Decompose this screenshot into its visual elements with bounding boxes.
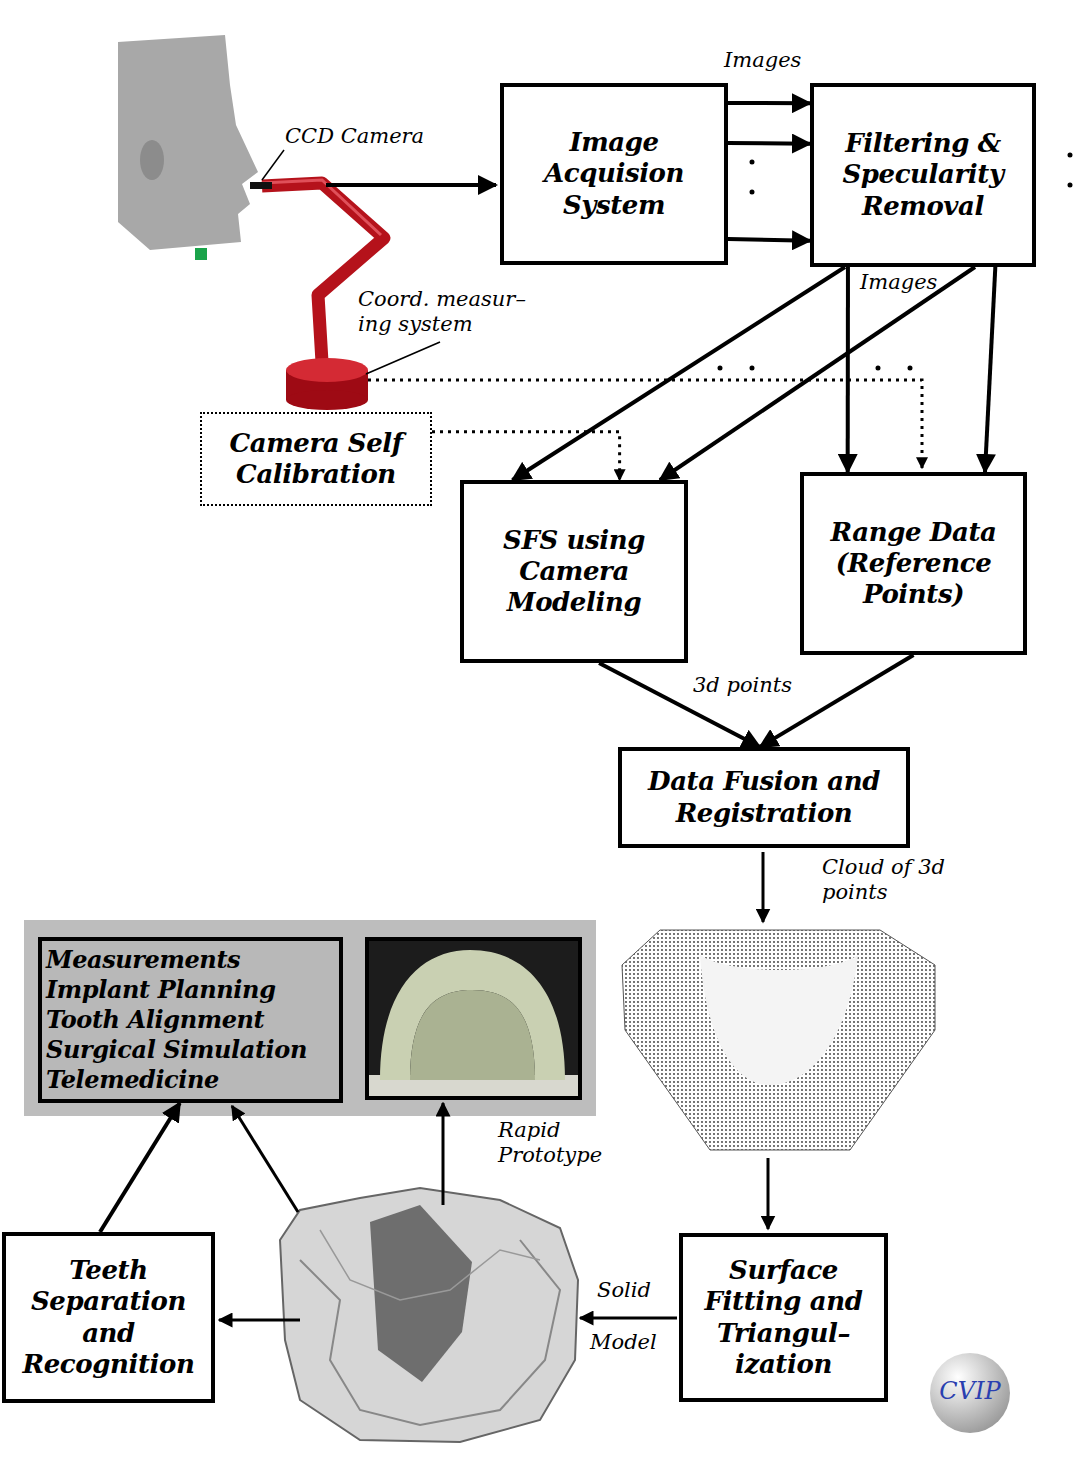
logo-sphere (930, 1353, 1010, 1433)
process-box: Surface Fitting and Triangul– ization (679, 1233, 888, 1402)
box-text: Filtering & Specularity Removal (817, 128, 1029, 222)
process-box: SFS using Camera Modeling (460, 480, 688, 663)
application-item: Telemedicine (46, 1065, 219, 1095)
arm-base-top (286, 358, 368, 382)
flow-label: Model (590, 1330, 680, 1355)
application-item: Tooth Alignment (46, 1005, 264, 1035)
ellipsis-dots (750, 162, 755, 222)
application-box: MeasurementsImplant PlanningTooth Alignm… (38, 937, 343, 1103)
flow-arrow (760, 655, 914, 747)
flow-arrow (232, 1106, 298, 1212)
box-text: Camera Self Calibration (205, 428, 427, 490)
flow-arrow (728, 239, 810, 241)
face-model (118, 35, 258, 250)
box-text: Image Acquision System (507, 127, 721, 221)
point-cloud (622, 930, 935, 1150)
flow-arrow (728, 141, 810, 146)
box-text: Surface Fitting and Triangul– ization (686, 1255, 881, 1380)
leader-line (262, 150, 284, 180)
flow-arrow (846, 267, 850, 472)
application-item: Implant Planning (46, 975, 276, 1005)
optional-box: Camera Self Calibration (200, 412, 432, 506)
flow-label: Solid (597, 1278, 677, 1303)
box-text: Teeth Separation and Recognition (9, 1255, 208, 1380)
flow-arrow (219, 1319, 300, 1322)
palate (410, 990, 535, 1080)
mesh-line (320, 1230, 540, 1300)
arm-highlight (262, 180, 381, 235)
flow-arrow (580, 1317, 677, 1320)
flow-arrow (767, 1158, 770, 1229)
solid-model (280, 1188, 578, 1442)
dental-cast (380, 950, 565, 1080)
application-item: Surgical Simulation (46, 1035, 307, 1065)
edge-label: Images (724, 48, 801, 73)
process-box: Filtering & Specularity Removal (810, 83, 1036, 267)
process-box: Range Data (Reference Points) (800, 472, 1027, 655)
box-text: Range Data (Reference Points) (807, 517, 1020, 611)
ccd-camera (250, 182, 272, 189)
camera-arrow (326, 183, 496, 187)
process-box: Image Acquision System (500, 83, 728, 265)
flow-arrow (432, 432, 620, 480)
box-text: Data Fusion and Registration (625, 766, 903, 828)
dotted-arrow (368, 380, 922, 468)
mesh-line (300, 1240, 560, 1425)
callout-label: Coord. measur– ing system (358, 287, 538, 337)
flow-arrow (985, 267, 995, 472)
flow-arrow (762, 852, 765, 922)
marker-square (195, 248, 207, 260)
box-text: SFS using Camera Modeling (467, 525, 681, 619)
flow-label: Rapid Prototype (498, 1118, 628, 1168)
edge-label: 3d points (693, 673, 792, 698)
flow-arrow (512, 267, 845, 480)
ellipsis-dots (1068, 155, 1073, 215)
flow-arrow (442, 1103, 445, 1205)
callout-label: CCD Camera (285, 124, 455, 149)
flow-arrow (728, 101, 810, 105)
arm-base-bottom (286, 390, 368, 410)
ellipsis-dots (720, 366, 784, 371)
application-item: Measurements (46, 945, 240, 975)
process-box: Teeth Separation and Recognition (2, 1232, 215, 1403)
logo-text: CVIP (935, 1377, 1005, 1406)
prototype-photo (367, 939, 580, 1098)
process-box: Data Fusion and Registration (618, 747, 910, 848)
leader-line (366, 342, 440, 374)
flow-arrow (660, 267, 975, 480)
point-cloud-opening (700, 955, 858, 1085)
flow-label: Cloud of 3d points (822, 855, 952, 905)
flow-arrow (100, 1103, 180, 1232)
ear (140, 140, 164, 180)
application-band (24, 920, 596, 1116)
ellipsis-dots (878, 366, 942, 371)
edge-label: Images (860, 270, 937, 295)
